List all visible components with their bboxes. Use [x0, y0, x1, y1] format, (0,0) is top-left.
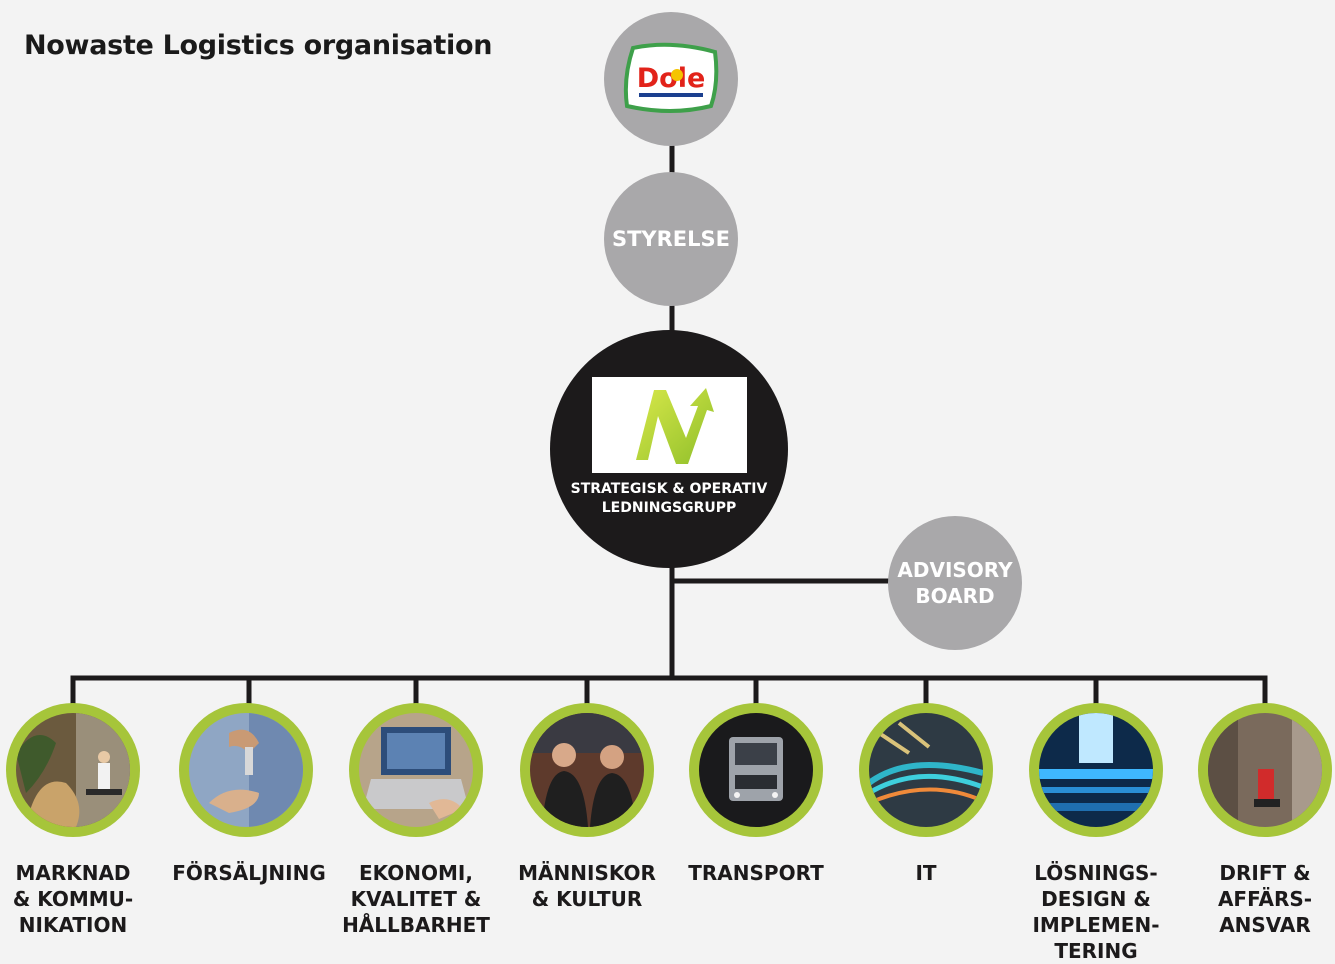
department-sales — [179, 703, 313, 837]
advisory-label-line2: BOARD — [915, 584, 995, 608]
department-label-people: MÄNNISKOR & KULTUR — [518, 861, 656, 911]
department-label-sales: FÖRSÄLJNING — [172, 861, 326, 885]
nowaste-logo-icon — [636, 388, 714, 464]
laptop-photo-icon — [359, 713, 473, 827]
department-label-economy: EKONOMI, KVALITET & HÅLLBARHET — [342, 861, 490, 937]
truck-photo-icon — [699, 713, 813, 827]
board-node: STYRELSE — [604, 172, 738, 306]
board-label: STYRELSE — [611, 227, 731, 251]
owner-node: Dole — [604, 12, 738, 146]
network-cables-photo-icon — [869, 713, 983, 827]
department-label-solutions: LÖSNINGS- DESIGN & IMPLEMEN- TERING — [1032, 861, 1160, 963]
department-label-transport: TRANSPORT — [688, 861, 824, 885]
department-economy — [349, 703, 483, 837]
department-it — [859, 703, 993, 837]
department-solutions — [1029, 703, 1163, 837]
department-marketing — [6, 703, 140, 837]
conveyor-photo-icon — [1039, 713, 1153, 827]
sales-photo-icon — [189, 713, 303, 827]
management-node: STRATEGISK & OPERATIV LEDNINGSGRUPP — [550, 330, 788, 568]
department-transport — [689, 703, 823, 837]
management-label-line2: LEDNINGSGRUPP — [601, 500, 737, 516]
people-photo-icon — [530, 713, 644, 827]
advisory-label-line1: ADVISORY — [897, 558, 1013, 582]
page-title: Nowaste Logistics organisation — [24, 30, 493, 61]
dole-logo-icon: Dole — [623, 42, 719, 113]
dole-logo-text: Dole — [637, 63, 706, 94]
department-people — [520, 703, 654, 837]
department-label-operations: DRIFT & AFFÄRS- ANSVAR — [1217, 861, 1313, 937]
warehouse-photo-icon — [1208, 713, 1322, 827]
marketing-photo-icon — [16, 713, 130, 827]
nowaste-logo-box — [591, 377, 747, 473]
department-operations — [1198, 703, 1332, 837]
management-label-line1: STRATEGISK & OPERATIV — [570, 481, 768, 497]
department-label-marketing: MARKNAD & KOMMU- NIKATION — [12, 861, 134, 937]
advisory-board-node: ADVISORY BOARD — [888, 516, 1022, 650]
management-label: STRATEGISK & OPERATIV LEDNINGSGRUPP — [571, 480, 768, 518]
department-label-it: IT — [915, 861, 937, 885]
